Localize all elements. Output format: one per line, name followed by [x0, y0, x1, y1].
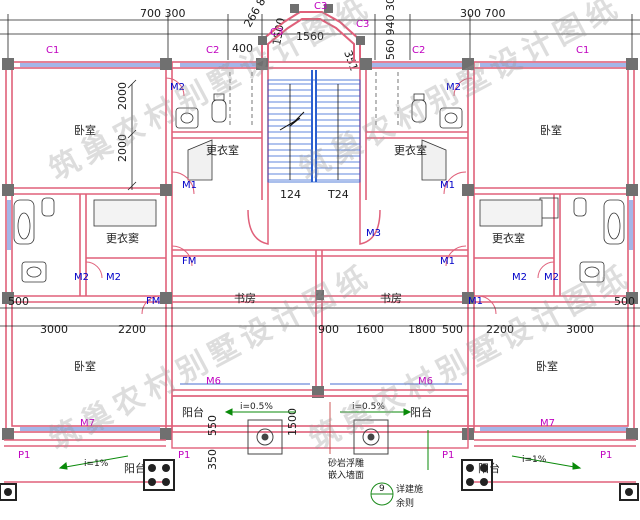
- window-p1-r2: P1: [600, 450, 612, 461]
- door-fm-l: FM: [182, 256, 196, 267]
- dim-3000-l: 3000: [40, 323, 68, 336]
- room-closet-tl: 更衣室: [206, 143, 239, 157]
- window-m6-l: M6: [206, 376, 221, 387]
- window-c3-right: C3: [356, 19, 369, 30]
- row-dimension-line: [0, 307, 640, 327]
- dim-500-m: 500: [442, 323, 463, 336]
- dim-900: 900: [318, 323, 339, 336]
- dim-1500-balc: 1500: [286, 408, 299, 436]
- door-m2-mr2: M2: [544, 272, 559, 283]
- window-c2-tr: C2: [412, 45, 425, 56]
- dim-550: 550: [206, 415, 219, 436]
- slope-side-left: i=1%: [84, 459, 109, 469]
- window-strips: [7, 63, 633, 431]
- dim-top-400: 400: [232, 42, 253, 55]
- note-pebble2: 嵌入墙面: [328, 469, 364, 481]
- door-m1-tr: M1: [440, 180, 455, 191]
- detail-text: 详建施: [396, 483, 423, 495]
- bath-fixtures: [13, 93, 625, 283]
- room-study-r: 书房: [380, 292, 402, 305]
- outer-walls: [5, 61, 635, 433]
- door-m3: M3: [366, 228, 381, 239]
- dim-3000-r: 3000: [566, 323, 594, 336]
- stair-down-left: 124: [280, 188, 301, 201]
- room-balcony-bl: 阳台: [124, 461, 146, 475]
- window-m7-l: M7: [80, 418, 95, 429]
- note-pebble: 砂岩浮雕: [328, 457, 364, 469]
- dim-1800: 1800: [408, 323, 436, 336]
- door-m1-mr: M1: [440, 256, 455, 267]
- window-m7-r: M7: [540, 418, 555, 429]
- dim-2000-b: 2000: [116, 134, 129, 162]
- dim-500-r: 500: [614, 295, 635, 308]
- dim-top-left: 700 300: [140, 7, 186, 20]
- stair-break-line: [279, 111, 305, 131]
- window-m6-r: M6: [418, 376, 433, 387]
- left-dimension-line: [127, 79, 137, 191]
- dim-500-l: 500: [8, 295, 29, 308]
- window-c3-top: C3: [314, 1, 327, 12]
- room-bedroom-tl: 卧室: [74, 123, 96, 137]
- room-bedroom-bl: 卧室: [74, 359, 96, 373]
- dim-top-351: 351: [341, 49, 360, 73]
- dashed-shafts: [229, 72, 399, 128]
- window-c3-left: C3: [270, 27, 283, 38]
- detail-number: 9: [379, 484, 385, 494]
- landing-wall-left: [247, 200, 269, 245]
- room-bedroom-tr: 卧室: [540, 123, 562, 137]
- stair-treads: [268, 83, 360, 181]
- room-closet-tr: 更衣室: [394, 143, 427, 157]
- room-balcony-l: 阳台: [182, 405, 204, 419]
- room-closet-ml: 更衣窦: [106, 231, 139, 245]
- dim-top-right1: 560 940 300: [384, 0, 397, 60]
- balcony-posts: [0, 459, 639, 501]
- door-fm-bl: FM: [146, 296, 160, 307]
- dim-top-1560: 1560: [296, 30, 324, 43]
- room-bedroom-br: 卧室: [536, 359, 558, 373]
- window-p1-r1: P1: [442, 450, 454, 461]
- dim-top-right: 300 700: [460, 7, 506, 20]
- door-m1-br: M1: [468, 296, 483, 307]
- door-m2-tl: M2: [170, 82, 185, 93]
- slope-side-right: i=1%: [522, 455, 547, 465]
- slope-arrows: [58, 408, 582, 470]
- bay-columns: [258, 4, 365, 45]
- door-m2-mr: M2: [512, 272, 527, 283]
- door-m2-ml2: M2: [106, 272, 121, 283]
- door-m2-ml: M2: [74, 272, 89, 283]
- dim-2200-r: 2200: [486, 323, 514, 336]
- window-c1-tl: C1: [46, 45, 59, 56]
- slope-mid-left: i=0.5%: [240, 402, 273, 412]
- room-closet-mr: 更衣室: [492, 231, 525, 245]
- landing-wall-right: [359, 200, 381, 245]
- balcony-drains: [247, 419, 389, 455]
- door-m2-tr: M2: [446, 82, 461, 93]
- slope-mid-right: i=0.5%: [352, 402, 385, 412]
- dim-2000-a: 2000: [116, 82, 129, 110]
- door-swings: [85, 77, 555, 315]
- window-p1-l1: P1: [18, 450, 30, 461]
- door-m1-tl: M1: [182, 180, 197, 191]
- room-study-l: 书房: [234, 292, 256, 305]
- room-balcony-r: 阳台: [410, 405, 432, 419]
- window-c1-tr: C1: [576, 45, 589, 56]
- dim-2200-l: 2200: [118, 323, 146, 336]
- detail-text2: 余则: [396, 497, 414, 509]
- dim-1600: 1600: [356, 323, 384, 336]
- window-p1-l2: P1: [178, 450, 190, 461]
- dim-350: 350: [206, 449, 219, 470]
- balcony-structure: [4, 395, 636, 483]
- stair-down-right: T24: [327, 188, 349, 201]
- window-c2-tl: C2: [206, 45, 219, 56]
- dim-top-mid1: 266 800: [241, 0, 275, 30]
- columns: [2, 58, 638, 440]
